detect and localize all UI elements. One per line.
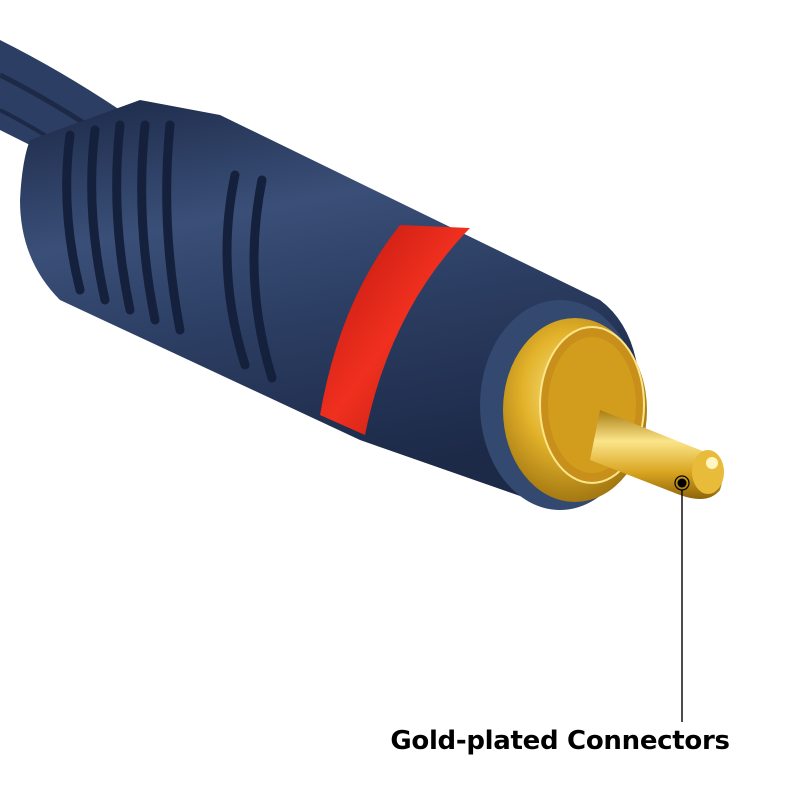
caption-label: Gold-plated Connectors (390, 726, 730, 756)
red-ring (320, 225, 470, 435)
gold-pin (590, 410, 724, 499)
callout (674, 475, 690, 722)
gold-sleeve (503, 318, 647, 502)
